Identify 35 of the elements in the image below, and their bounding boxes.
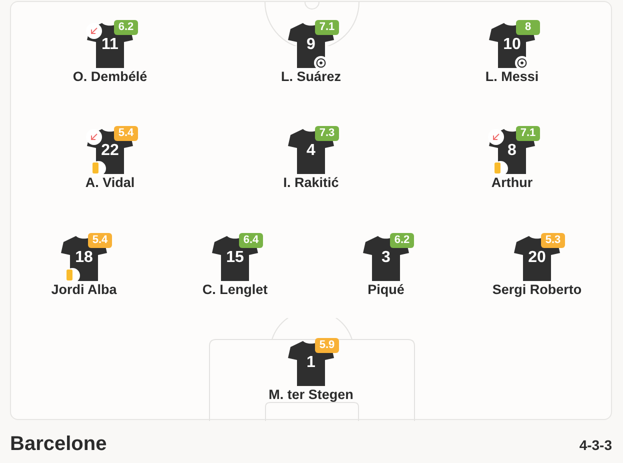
player-name: L. Suárez (280, 69, 342, 85)
shirt-number: 8 (508, 141, 516, 161)
player-name: C. Lenglet (202, 282, 268, 298)
player-name: L. Messi (485, 69, 539, 85)
rating-badge: 5.4 (114, 126, 138, 141)
player-name: M. ter Stegen (268, 387, 354, 403)
rating-badge: 7.1 (516, 126, 540, 141)
player-name: Jordi Alba (51, 282, 117, 298)
shirt-number: 3 (382, 248, 390, 268)
rating-badge: 6.4 (239, 233, 263, 248)
shirt-number: 1 (306, 353, 316, 373)
rating-badge: 8 (516, 20, 540, 35)
shirt-number: 10 (503, 35, 521, 55)
shirt-number: 15 (226, 248, 244, 268)
rating-badge: 7.1 (315, 20, 339, 35)
shirt-number: 4 (306, 141, 316, 161)
player-name: Piqué (368, 282, 404, 298)
player-name: Arthur (491, 175, 533, 191)
rating-badge: 6.2 (390, 233, 414, 248)
rating-badge: 7.3 (315, 126, 339, 141)
rating-badge: 6.2 (114, 20, 138, 35)
shirt-number: 20 (528, 248, 546, 268)
player-name: O. Dembélé (72, 69, 148, 85)
player-name: Sergi Roberto (492, 282, 582, 298)
shirt-number: 11 (102, 35, 118, 55)
player-name: A. Vidal (85, 175, 135, 191)
shirt-number: 22 (101, 141, 119, 161)
shirt-number: 9 (306, 35, 316, 55)
shirt-number: 18 (75, 248, 93, 268)
formation-label: 4-3-3 (579, 437, 612, 453)
player-name: I. Rakitić (283, 175, 339, 191)
rating-badge: 5.3 (541, 233, 565, 248)
rating-badge: 5.9 (315, 338, 339, 353)
team-name: Barcelone (10, 432, 107, 456)
rating-badge: 5.4 (88, 233, 112, 248)
